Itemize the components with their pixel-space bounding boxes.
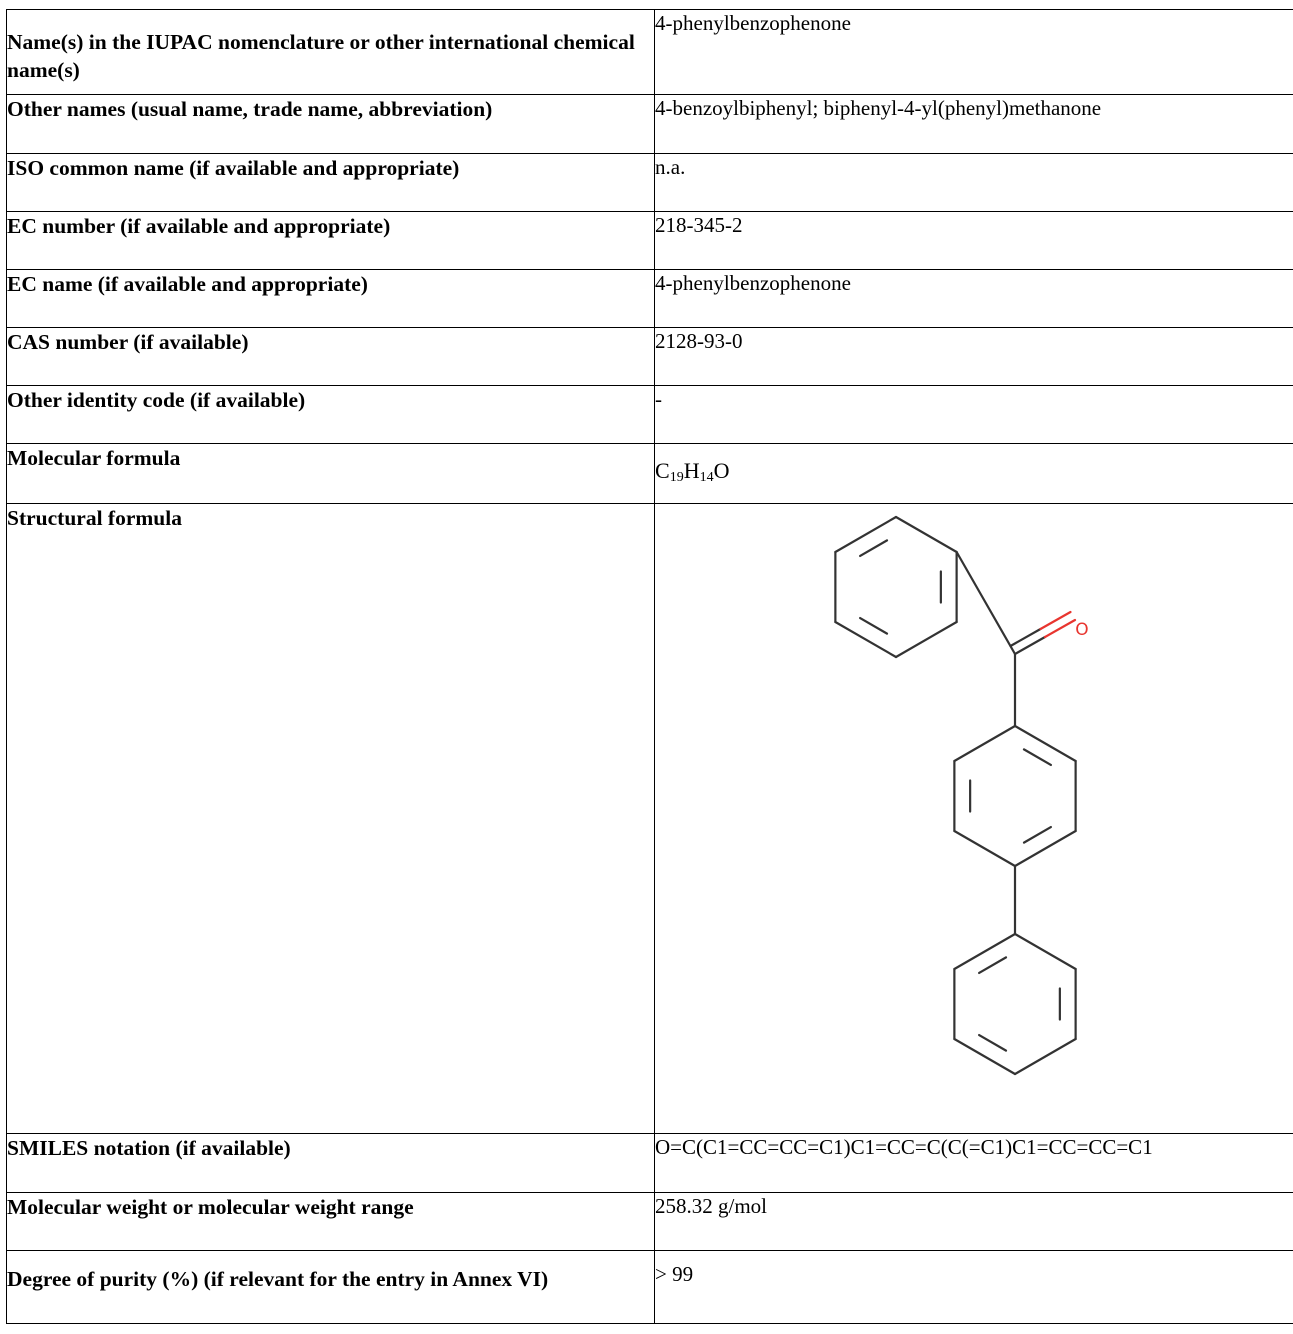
row-value-structural-formula: O	[654, 503, 1293, 1134]
table-row: Other identity code (if available) -	[6, 385, 1293, 444]
table-row: Other names (usual name, trade name, abb…	[6, 94, 1293, 154]
ring-carbonyl-bond	[955, 550, 1017, 656]
phenyl-ring-middle-bond	[1013, 724, 1077, 763]
formula-hydrogen-count: 14	[699, 470, 714, 485]
phenyl-ring-middle-bond	[1013, 829, 1077, 868]
table-row: Molecular weight or molecular weight ran…	[6, 1192, 1293, 1251]
row-value-molecular-weight: 258.32 g/mol	[654, 1192, 1293, 1251]
phenyl-ring-middle-bond	[953, 724, 1017, 763]
carbonyl-bond	[1013, 635, 1047, 656]
row-label-iupac-name: Name(s) in the IUPAC nomenclature or oth…	[6, 9, 655, 95]
row-value-other-identity-code: -	[654, 385, 1293, 444]
row-label-cas-number: CAS number (if available)	[6, 327, 655, 386]
phenyl-ring-bottom-bond	[1013, 1037, 1077, 1076]
formula-carbon: C	[655, 458, 670, 483]
phenyl-ring-bottom-bond	[953, 932, 1017, 971]
row-label-molecular-weight: Molecular weight or molecular weight ran…	[6, 1192, 655, 1251]
phenyl-ring-top-bond	[834, 515, 898, 554]
row-value-ec-name: 4-phenylbenzophenone	[654, 269, 1293, 328]
oxygen-atom-label: O	[1075, 620, 1088, 640]
row-value-smiles: O=C(C1=CC=CC=C1)C1=CC=C(C(=C1)C1=CC=CC=C…	[654, 1133, 1293, 1193]
structural-formula-drawing: O	[834, 515, 1089, 1076]
phenyl-ring-top-inner-bond	[859, 616, 889, 635]
row-value-ec-number: 218-345-2	[654, 211, 1293, 270]
row-label-other-names: Other names (usual name, trade name, abb…	[6, 94, 655, 154]
phenyl-ring-bottom-inner-bond	[978, 1033, 1008, 1052]
row-value-molecular-formula: C19H14O	[654, 443, 1293, 504]
carbonyl-double-bond	[1009, 627, 1042, 648]
formula-oxygen: O	[713, 458, 730, 483]
table-row: CAS number (if available) 2128-93-0	[6, 327, 1293, 386]
row-label-structural-formula: Structural formula	[6, 503, 655, 1134]
phenyl-ring-top-bond	[894, 515, 958, 554]
phenyl-ring-top-bond	[894, 620, 958, 659]
table-row: Molecular formula C19H14O	[6, 443, 1293, 504]
row-value-iso-name: n.a.	[654, 153, 1293, 212]
table-row: ISO common name (if available and approp…	[6, 153, 1293, 212]
row-label-molecular-formula: Molecular formula	[6, 443, 655, 504]
substance-identity-sheet: Name(s) in the IUPAC nomenclature or oth…	[6, 9, 1293, 1324]
row-label-other-identity-code: Other identity code (if available)	[6, 385, 655, 444]
table-row: SMILES notation (if available) O=C(C1=CC…	[6, 1133, 1293, 1193]
row-value-cas-number: 2128-93-0	[654, 327, 1293, 386]
table-row: EC number (if available and appropriate)…	[6, 211, 1293, 270]
phenyl-ring-top-inner-bond	[859, 539, 889, 558]
row-label-smiles: SMILES notation (if available)	[6, 1133, 655, 1193]
carbonyl-double-bond-oxygen	[1039, 610, 1072, 631]
table-row: EC name (if available and appropriate) 4…	[6, 269, 1293, 328]
phenyl-ring-bottom-bond	[953, 1037, 1017, 1076]
phenyl-ring-middle-inner-bond	[1022, 825, 1052, 844]
phenyl-ring-top-bond	[834, 620, 898, 659]
row-value-degree-of-purity: > 99	[654, 1250, 1293, 1324]
substance-identity-table: Name(s) in the IUPAC nomenclature or oth…	[6, 9, 1293, 1324]
carbonyl-bond-oxygen	[1043, 618, 1077, 639]
table-row: Structural formula O	[6, 503, 1293, 1134]
phenyl-ring-middle-inner-bond	[1022, 748, 1052, 767]
row-label-iso-name: ISO common name (if available and approp…	[6, 153, 655, 212]
row-value-other-names: 4-benzoylbiphenyl; biphenyl-4-yl(phenyl)…	[654, 94, 1293, 154]
row-label-degree-of-purity: Degree of purity (%) (if relevant for th…	[6, 1250, 655, 1324]
phenyl-ring-middle-bond	[953, 829, 1017, 868]
table-row: Name(s) in the IUPAC nomenclature or oth…	[6, 9, 1293, 95]
phenyl-ring-bottom-inner-bond	[978, 956, 1008, 975]
table-row: Degree of purity (%) (if relevant for th…	[6, 1250, 1293, 1324]
row-value-iupac-name: 4-phenylbenzophenone	[654, 9, 1293, 95]
row-label-ec-name: EC name (if available and appropriate)	[6, 269, 655, 328]
phenyl-ring-bottom-bond	[1013, 932, 1077, 971]
formula-carbon-count: 19	[669, 470, 684, 485]
row-label-ec-number: EC number (if available and appropriate)	[6, 211, 655, 270]
formula-hydrogen: H	[683, 458, 700, 483]
